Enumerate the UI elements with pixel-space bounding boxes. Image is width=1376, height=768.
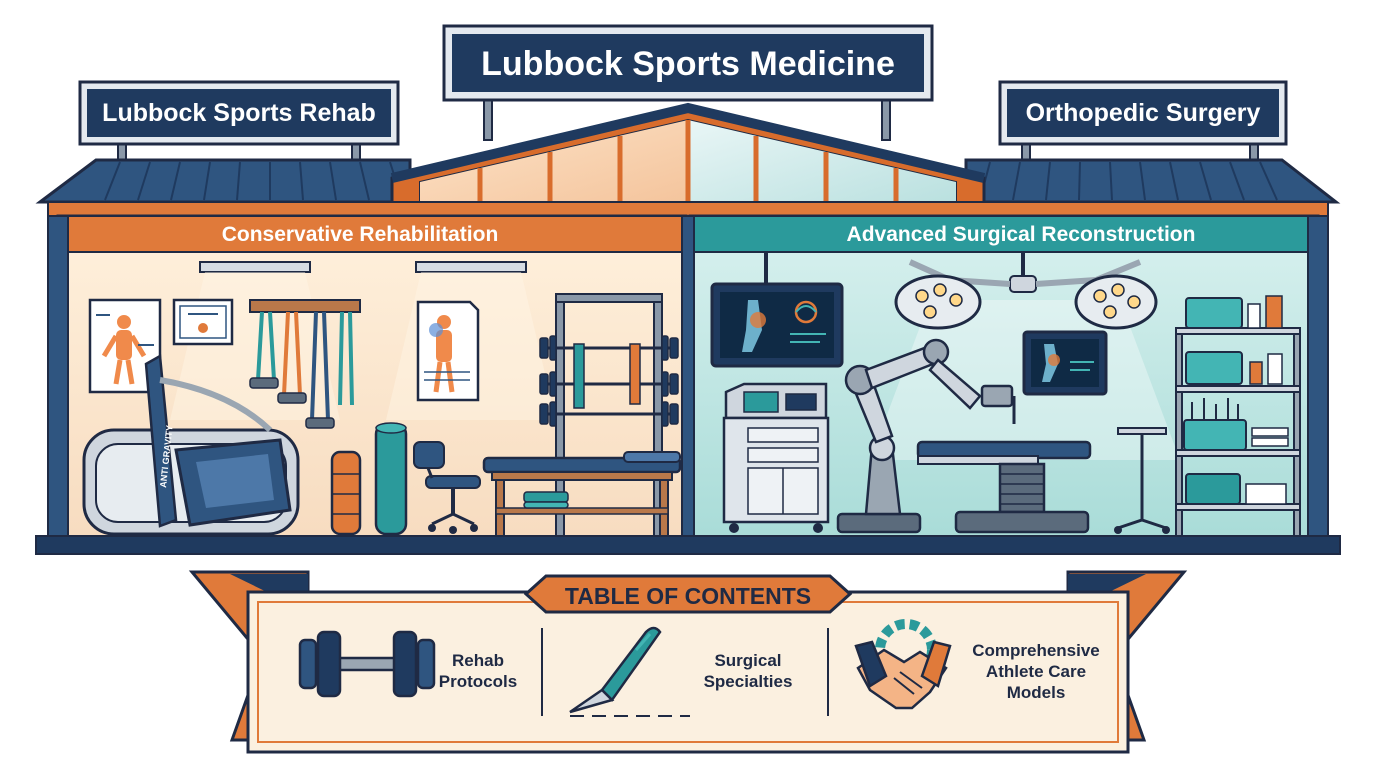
toc-item-label: Specialties — [704, 672, 793, 691]
toc-item-label: Surgical — [714, 651, 781, 670]
anatomy-poster-icon — [416, 300, 480, 402]
operating-table-icon — [916, 440, 1092, 534]
xray-monitor-icon — [1022, 330, 1108, 396]
surgery-interior — [710, 252, 1301, 537]
floor-base — [35, 535, 1341, 555]
toc-item-surgical-specialties[interactable]: Surgical Specialties — [569, 626, 793, 717]
toc-item-label: Comprehensive — [972, 641, 1100, 660]
resistance-bands-icon — [249, 299, 361, 429]
dumbbell-icon — [298, 630, 436, 698]
foam-roller-icon — [374, 422, 408, 536]
rehab-sign-text: Lubbock Sports Rehab — [102, 99, 376, 127]
toc-item-label: Rehab — [452, 651, 504, 670]
toc-item-rehab-protocols[interactable]: Rehab Protocols — [298, 630, 517, 698]
rolling-stool-icon — [413, 441, 481, 534]
foam-roller-icon — [330, 450, 362, 536]
left-roof — [35, 158, 412, 204]
surgery-sign-text: Orthopedic Surgery — [1026, 99, 1261, 127]
toc-item-label: Protocols — [439, 672, 517, 691]
anti-gravity-treadmill-icon: ANTI GRAVITY — [82, 353, 300, 536]
supply-shelf-icon — [1175, 295, 1301, 537]
toc-item-label: Models — [1007, 683, 1066, 702]
rehab-banner: Conservative Rehabilitation — [67, 215, 683, 253]
medical-cart-icon — [722, 382, 830, 533]
weight-rack-icon — [539, 293, 679, 537]
toc-item-label: Athlete Care — [986, 662, 1086, 681]
ceiling-light-icon — [199, 261, 311, 273]
ceiling-light-icon — [415, 261, 527, 273]
right-roof — [964, 158, 1341, 204]
rehab-interior: ANTI GRAVITY — [82, 261, 682, 537]
main-sign: Lubbock Sports Medicine — [442, 24, 934, 102]
instrument-tray-icon — [1114, 427, 1170, 534]
toc-item-athlete-care-models[interactable]: Comprehensive Athlete Care Models — [854, 619, 1100, 710]
scalpel-icon — [569, 626, 690, 717]
surgical-light-icon — [894, 252, 1158, 330]
toc-title-badge: TABLE OF CONTENTS — [523, 574, 853, 614]
center-gable — [390, 102, 986, 206]
certificate-icon — [172, 298, 234, 346]
robotic-arm-icon — [836, 338, 1016, 534]
rehab-banner-text: Conservative Rehabilitation — [222, 223, 499, 246]
imaging-monitor-icon — [710, 252, 844, 368]
surgery-banner-text: Advanced Surgical Reconstruction — [847, 223, 1196, 246]
handshake-gear-icon — [854, 619, 952, 710]
toc-title: TABLE OF CONTENTS — [565, 583, 811, 609]
rehab-sign: Lubbock Sports Rehab — [78, 80, 400, 146]
main-sign-text: Lubbock Sports Medicine — [481, 45, 895, 83]
surgery-sign: Orthopedic Surgery — [998, 80, 1288, 146]
treatment-table-icon — [482, 451, 682, 537]
surgery-banner: Advanced Surgical Reconstruction — [693, 215, 1309, 253]
